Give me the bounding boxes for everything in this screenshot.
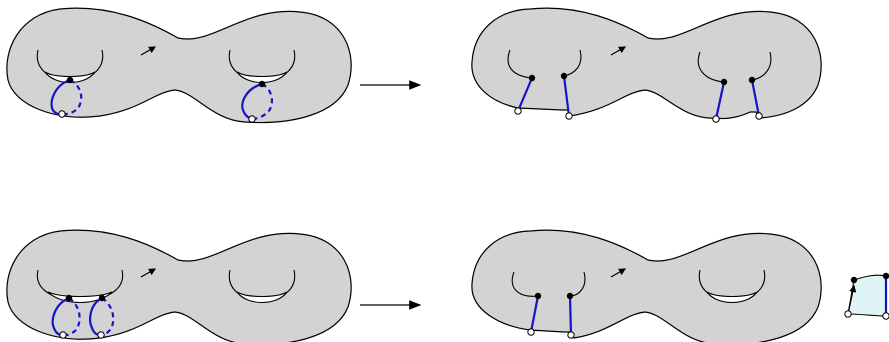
orientation-arrow-icon bbox=[847, 284, 857, 315]
surface-top-left bbox=[6, 7, 352, 124]
orientation-arrow-icon bbox=[140, 268, 157, 278]
surface-bottom-right bbox=[471, 229, 822, 342]
orientation-arrow-icon bbox=[610, 46, 627, 56]
surface-top-right bbox=[471, 7, 822, 123]
surface-bottom-left bbox=[6, 229, 352, 342]
orientation-arrow-icon bbox=[610, 268, 627, 278]
orientation-arrow-icon bbox=[140, 46, 157, 56]
patch-square bbox=[844, 272, 889, 320]
